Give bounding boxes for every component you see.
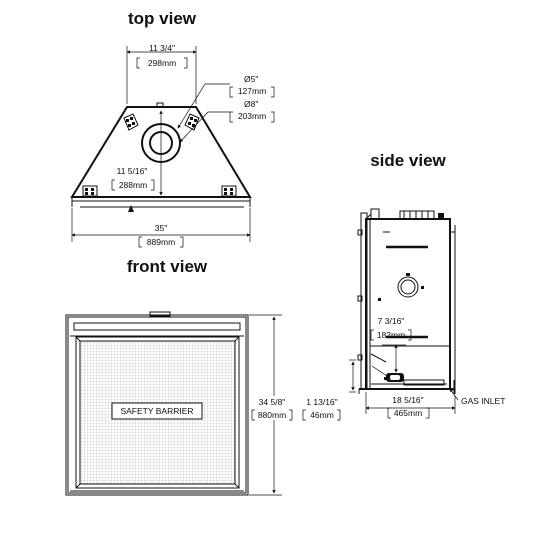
gas-inlet-fitting [384,373,404,382]
side-view: side view [302,151,505,421]
total-width-dimension: 35" 889mm [71,208,251,248]
side-view-heading: side view [370,151,446,170]
top-width-inches: 11 3/4" [149,43,175,53]
base-height-dimension: 1 13/16" 46mm [302,359,356,421]
top-width-dimension: 11 3/4" 298mm [126,43,197,104]
total-width-mm: 889mm [147,237,175,247]
total-width-inches: 35" [155,223,167,233]
top-view-body [70,102,252,212]
front-view-heading: front view [127,257,208,276]
side-top-vent [399,210,444,220]
side-view-body [357,208,456,394]
safety-barrier-label: SAFETY BARRIER [120,406,193,416]
inlet-height-inches: 7 3/16" [378,316,405,326]
front-height-dimension: 34 5/8" 880mm [249,314,293,496]
front-height-inches: 34 5/8" [259,397,286,407]
top-view: top view 11 3/4" 298mm [70,9,275,248]
base-height-mm: 46mm [310,410,334,420]
side-depth-mm: 465mm [394,408,422,418]
top-depth-mm: 288mm [119,180,147,190]
flue-inner-mm: 127mm [238,86,266,96]
top-depth-label: 11 5/16" 288mm [111,166,155,191]
front-height-mm: 880mm [258,410,286,420]
gas-inlet-callout: GAS INLET [449,388,505,406]
flue-inner-inches: Ø5" [244,74,258,84]
top-bracket-right [184,113,200,131]
base-height-inches: 1 13/16" [306,397,337,407]
side-depth-dimension: 18 5/16" 465mm [365,392,456,419]
inlet-height-mm: 182mm [377,330,405,340]
top-depth-inches: 11 5/16" [117,166,148,176]
bottom-bracket-left [82,185,98,197]
top-bracket-left [123,113,139,131]
bottom-bracket-right [221,185,237,197]
gas-inlet-label: GAS INLET [461,396,505,406]
inlet-height-dimension: 7 3/16" 182mm [370,316,412,379]
front-view: front view SAFETY BARRIER 34 5/8" 880mm [65,257,293,496]
flue-outer-inches: Ø8" [244,99,258,109]
top-width-mm: 298mm [148,58,176,68]
top-view-heading: top view [128,9,197,28]
front-view-body: SAFETY BARRIER [65,311,249,496]
flue-outer-mm: 203mm [238,111,266,121]
flue-dimension-callouts: Ø5" 127mm Ø8" 203mm [177,74,275,143]
side-depth-inches: 18 5/16" [392,395,423,405]
